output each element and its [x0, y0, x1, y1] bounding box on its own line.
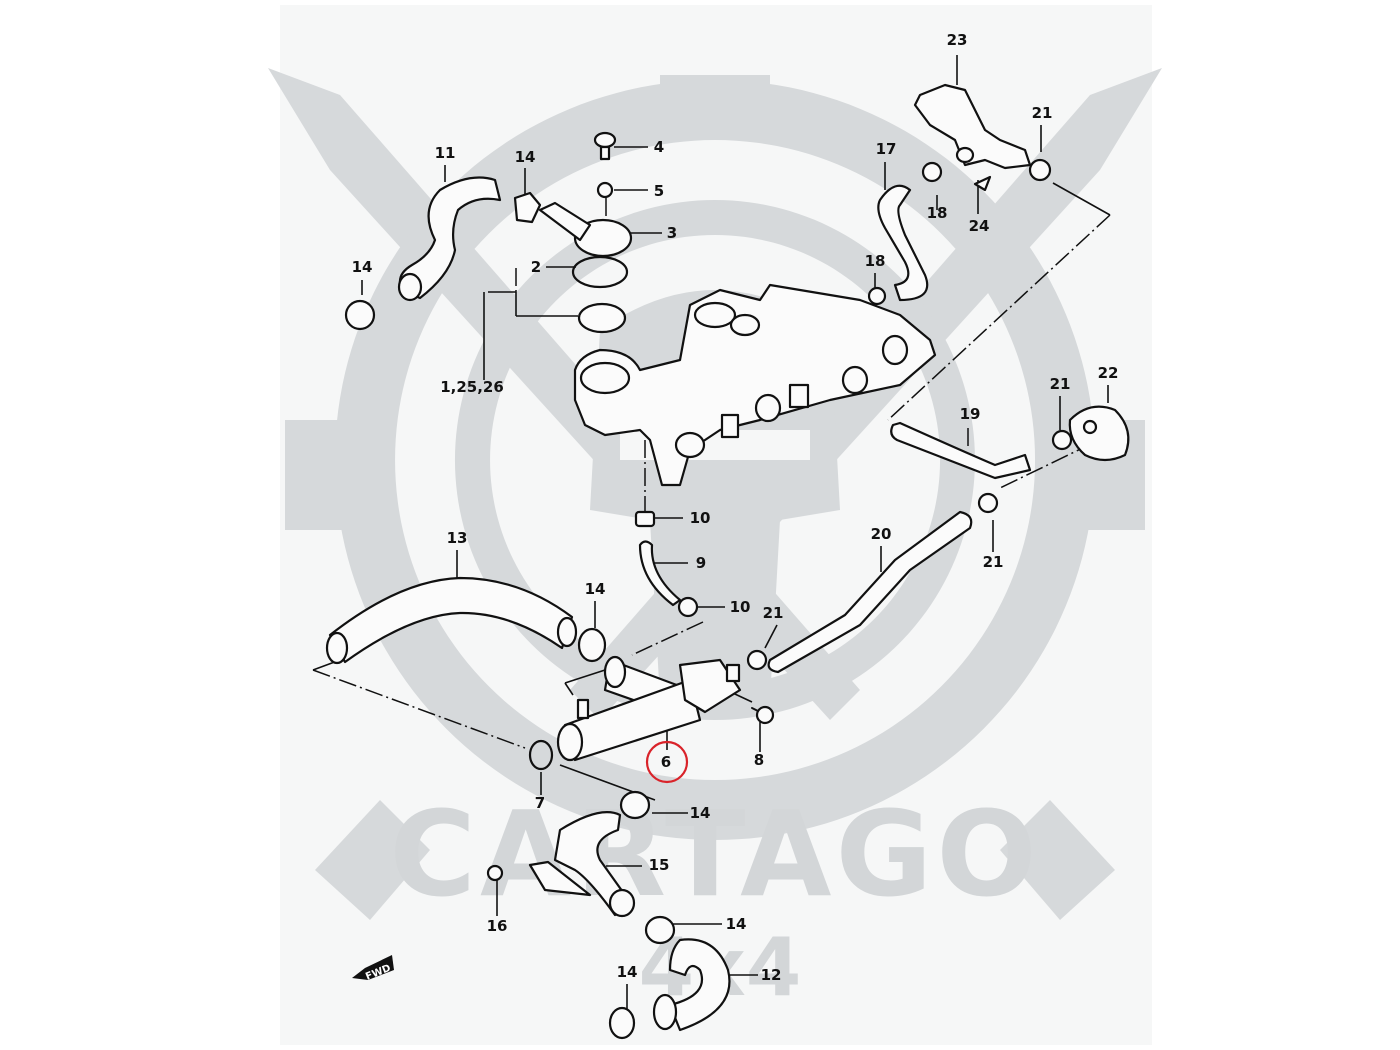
label-21: 21 [983, 553, 1004, 571]
label-14: 14 [515, 148, 536, 166]
label-6: 6 [661, 753, 671, 771]
part-16-bolt [486, 864, 504, 882]
label-4: 4 [654, 138, 664, 156]
watermark-logo: CARTAGO 4x4 [268, 68, 1162, 1014]
part-12-hose [668, 938, 731, 1032]
part-14-clamp [513, 191, 542, 224]
part-10-clamp [634, 510, 656, 528]
part-labels: 23 21 4 11 14 17 5 18 24 3 14 2 18 1,25,… [352, 31, 1119, 984]
label-3: 3 [667, 224, 677, 242]
label-10: 10 [730, 598, 751, 616]
part-23-water-valve [913, 83, 1032, 170]
label-14: 14 [726, 915, 747, 933]
label-14: 14 [585, 580, 606, 598]
part-21-clamp-b [1051, 429, 1073, 451]
label-14: 14 [690, 804, 711, 822]
part-7-o-ring [528, 739, 554, 771]
label-14: 14 [617, 963, 638, 981]
label-13: 13 [447, 529, 468, 547]
label-21: 21 [1050, 375, 1071, 393]
part-15-water-pipe [553, 811, 627, 917]
part-3-thermostat-cap [538, 201, 633, 258]
parts-drawing [325, 83, 1130, 1040]
part-9-bypass-hose [638, 540, 682, 607]
label-21: 21 [1032, 104, 1053, 122]
label-14: 14 [352, 258, 373, 276]
part-14-clamp-d [619, 790, 651, 820]
label-5: 5 [654, 182, 664, 200]
highlight-circle-part-6 [645, 740, 689, 784]
fwd-direction-marker: FWD [352, 955, 394, 983]
part-17-hose [877, 184, 929, 302]
part-1-thermostat [577, 302, 627, 334]
part-11-hose [398, 176, 502, 300]
part-14-clamp-f [608, 1006, 636, 1040]
label-10: 10 [690, 509, 711, 527]
label-11: 11 [435, 144, 456, 162]
part-14-clamp-b [344, 299, 376, 331]
label-17: 17 [876, 140, 897, 158]
label-16: 16 [487, 917, 508, 935]
part-19-hose [890, 421, 1032, 480]
part-18-clamp [921, 161, 943, 183]
part-21-clamp-d [746, 649, 768, 671]
label-7: 7 [535, 794, 545, 812]
label-1-25-26: 1,25,26 [440, 378, 504, 396]
label-22: 22 [1098, 364, 1119, 382]
part-22-grommet [1068, 405, 1130, 462]
part-21-clamp [1028, 158, 1052, 182]
label-2: 2 [531, 258, 541, 276]
part-21-clamp-c [977, 492, 999, 514]
part-24-screw [973, 175, 992, 192]
part-20-hose [767, 510, 973, 674]
label-24: 24 [969, 217, 990, 235]
label-18: 18 [927, 204, 948, 222]
label-19: 19 [960, 405, 981, 423]
part-13-hose [328, 576, 574, 664]
label-12: 12 [761, 966, 782, 984]
watermark-text: CARTAGO [389, 785, 1040, 923]
label-9: 9 [696, 554, 706, 572]
engine-intake-manifold [573, 283, 937, 487]
leader-lines [312, 55, 1111, 1010]
part-10-clamp-b [677, 596, 699, 618]
part-8-bolt [751, 705, 775, 725]
label-8: 8 [754, 751, 764, 769]
part-14-clamp-e [644, 915, 676, 945]
label-23: 23 [947, 31, 968, 49]
part-4-bolt [593, 131, 617, 161]
part-6-water-inlet-pipe [556, 655, 742, 762]
label-20: 20 [871, 525, 892, 543]
part-5-washer [596, 181, 614, 199]
label-18: 18 [865, 252, 886, 270]
label-15: 15 [649, 856, 670, 874]
label-21: 21 [763, 604, 784, 622]
part-14-clamp-c [577, 627, 607, 663]
part-2-gasket [571, 255, 629, 289]
